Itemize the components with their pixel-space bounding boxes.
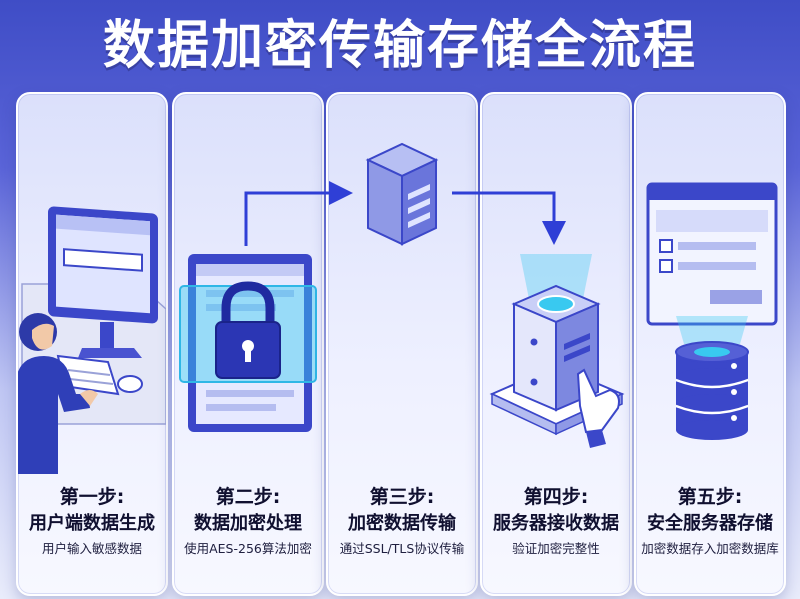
- step-name: 服务器接收数据: [493, 513, 619, 534]
- step-number: 第三步:: [369, 486, 435, 508]
- step-number: 第五步:: [677, 486, 743, 508]
- step-panel-4: 第四步: 服务器接收数据 验证加密完整性: [480, 92, 632, 596]
- step-panel-5: 第五步: 安全服务器存储 加密数据存入加密数据库: [634, 92, 786, 596]
- step-description: 通过SSL/TLS协议传输: [339, 541, 465, 556]
- step-name: 加密数据传输: [348, 513, 456, 534]
- step-description: 用户输入敏感数据: [41, 541, 142, 556]
- step-label-5: 第五步: 安全服务器存储 加密数据存入加密数据库: [636, 484, 784, 560]
- step-name: 用户端数据生成: [29, 513, 155, 534]
- step-description: 使用AES-256算法加密: [184, 541, 312, 556]
- step-name: 数据加密处理: [194, 513, 302, 534]
- step-panel-2: 第二步: 数据加密处理 使用AES-256算法加密: [172, 92, 324, 596]
- step-label-3: 第三步: 加密数据传输 通过SSL/TLS协议传输: [328, 484, 476, 560]
- step-panel-3: 第三步: 加密数据传输 通过SSL/TLS协议传输: [326, 92, 478, 596]
- step-label-4: 第四步: 服务器接收数据 验证加密完整性: [482, 484, 630, 560]
- step-description: 加密数据存入加密数据库: [641, 541, 779, 556]
- step-label-1: 第一步: 用户端数据生成 用户输入敏感数据: [18, 484, 166, 560]
- server-tower-icon: [489, 254, 625, 448]
- step-panel-1: 第一步: 用户端数据生成 用户输入敏感数据: [16, 92, 168, 596]
- step-number: 第二步:: [215, 486, 281, 508]
- step-description: 验证加密完整性: [512, 541, 600, 556]
- step-name: 安全服务器存储: [647, 513, 773, 534]
- server-block-icon: [365, 142, 439, 246]
- computer-icon: [18, 206, 166, 474]
- step-label-2: 第二步: 数据加密处理 使用AES-256算法加密: [174, 484, 322, 560]
- database-icon: [646, 182, 778, 440]
- page-title: 数据加密传输存储全流程: [102, 16, 697, 76]
- lock-icon: [179, 254, 317, 432]
- step-number: 第四步:: [523, 486, 589, 508]
- step-number: 第一步:: [59, 486, 125, 508]
